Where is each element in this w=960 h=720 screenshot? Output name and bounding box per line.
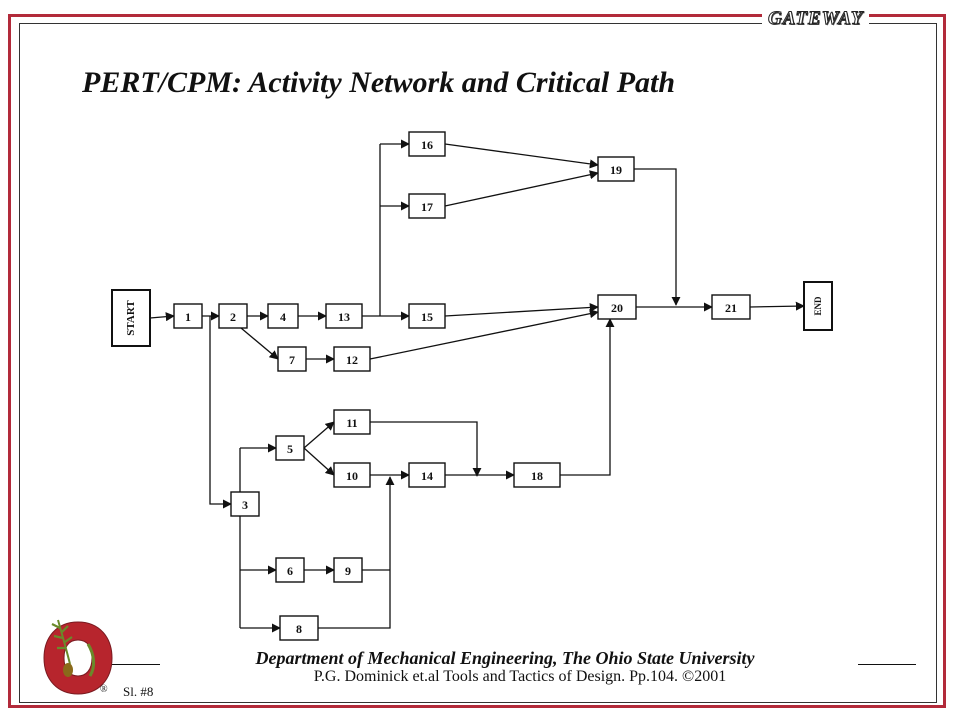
node-start: START bbox=[111, 289, 151, 347]
slide-number: Sl. #8 bbox=[123, 684, 154, 699]
node-label: 3 bbox=[242, 498, 248, 512]
node-n9: 9 bbox=[333, 557, 363, 583]
node-n3: 3 bbox=[230, 491, 260, 517]
node-label: START bbox=[125, 300, 137, 336]
node-box bbox=[711, 294, 751, 320]
node-n11: 11 bbox=[333, 409, 371, 435]
node-n21: 21 bbox=[711, 294, 751, 320]
edge-n18-n20 bbox=[560, 318, 615, 476]
edge-n11-n14 bbox=[370, 421, 482, 477]
node-n2: 2 bbox=[218, 303, 248, 329]
node-label: 19 bbox=[610, 163, 622, 177]
edge-start-n1 bbox=[149, 312, 175, 322]
node-box bbox=[333, 346, 371, 372]
edge-n5-n10 bbox=[303, 447, 335, 476]
registered-mark: ® bbox=[100, 684, 108, 695]
node-label: 5 bbox=[287, 442, 293, 456]
node-box bbox=[408, 462, 446, 488]
edge-n16-n19 bbox=[444, 143, 599, 169]
node-label: 10 bbox=[346, 469, 358, 483]
node-label: 15 bbox=[421, 310, 433, 324]
node-n16: 16 bbox=[408, 131, 446, 157]
node-box bbox=[803, 281, 833, 331]
node-box bbox=[408, 193, 446, 219]
node-n8: 8 bbox=[279, 615, 319, 641]
node-box bbox=[173, 303, 203, 329]
node-n15: 15 bbox=[408, 303, 446, 329]
node-n18: 18 bbox=[513, 462, 561, 488]
edge-n2-n7 bbox=[240, 327, 279, 360]
node-label: 2 bbox=[230, 310, 236, 324]
node-box bbox=[279, 615, 319, 641]
node-n10: 10 bbox=[333, 462, 371, 488]
node-box bbox=[408, 131, 446, 157]
node-n6: 6 bbox=[275, 557, 305, 583]
node-n13: 13 bbox=[325, 303, 363, 329]
node-n14: 14 bbox=[408, 462, 446, 488]
node-box bbox=[218, 303, 248, 329]
node-n4: 4 bbox=[267, 303, 299, 329]
node-box bbox=[275, 557, 305, 583]
node-label: 16 bbox=[421, 138, 433, 152]
edge-n19-n20 bbox=[634, 168, 681, 306]
node-box bbox=[408, 303, 446, 329]
slide-frame-inner bbox=[19, 23, 937, 703]
node-box bbox=[333, 462, 371, 488]
node-n17: 17 bbox=[408, 193, 446, 219]
citation-line: P.G. Dominick et.al Tools and Tactics of… bbox=[313, 668, 727, 685]
edge-n1-n3 bbox=[209, 316, 232, 509]
edge-layer bbox=[149, 139, 805, 633]
node-label: END bbox=[813, 296, 823, 316]
node-box bbox=[275, 435, 305, 461]
edge-n8-n14 bbox=[318, 476, 395, 629]
node-label: 4 bbox=[280, 310, 286, 324]
department-line: Department of Mechanical Engineering, Th… bbox=[160, 648, 850, 669]
node-n5: 5 bbox=[275, 435, 305, 461]
edge-n15-n20 bbox=[444, 302, 599, 317]
node-label: 6 bbox=[287, 564, 293, 578]
node-label: 12 bbox=[346, 353, 358, 367]
node-label: 13 bbox=[338, 310, 350, 324]
node-label: 1 bbox=[185, 310, 191, 324]
node-box bbox=[267, 303, 299, 329]
edge-n17-n19 bbox=[444, 170, 599, 207]
node-box bbox=[333, 557, 363, 583]
node-label: 8 bbox=[296, 622, 302, 636]
node-box bbox=[597, 156, 635, 182]
node-box bbox=[513, 462, 561, 488]
slide-frame-outer bbox=[8, 14, 946, 708]
node-n20: 20 bbox=[597, 294, 637, 320]
edge-n12-n20 bbox=[369, 309, 599, 360]
node-box bbox=[111, 289, 151, 347]
node-label: 20 bbox=[611, 301, 623, 315]
node-label: 11 bbox=[346, 416, 357, 430]
university-logo-icon bbox=[43, 619, 113, 695]
node-label: 9 bbox=[345, 564, 351, 578]
edge-n5-n11 bbox=[303, 421, 335, 449]
node-end: END bbox=[803, 281, 833, 331]
node-box bbox=[333, 409, 371, 435]
node-label: 18 bbox=[531, 469, 543, 483]
node-label: 21 bbox=[725, 301, 737, 315]
node-n7: 7 bbox=[277, 346, 307, 372]
node-label: 17 bbox=[421, 200, 433, 214]
footer-rule-right bbox=[858, 664, 916, 665]
node-box bbox=[597, 294, 637, 320]
node-box bbox=[277, 346, 307, 372]
footer-rule-left bbox=[112, 664, 160, 665]
node-n19: 19 bbox=[597, 156, 635, 182]
node-box bbox=[325, 303, 363, 329]
node-box bbox=[230, 491, 260, 517]
edge-n21-end bbox=[749, 301, 805, 311]
brand-wordmark: GATEWAY bbox=[762, 8, 870, 30]
node-label: 14 bbox=[421, 469, 433, 483]
node-n12: 12 bbox=[333, 346, 371, 372]
node-n1: 1 bbox=[173, 303, 203, 329]
slide-title: PERT/CPM: Activity Network and Critical … bbox=[82, 66, 676, 99]
node-label: 7 bbox=[289, 353, 295, 367]
